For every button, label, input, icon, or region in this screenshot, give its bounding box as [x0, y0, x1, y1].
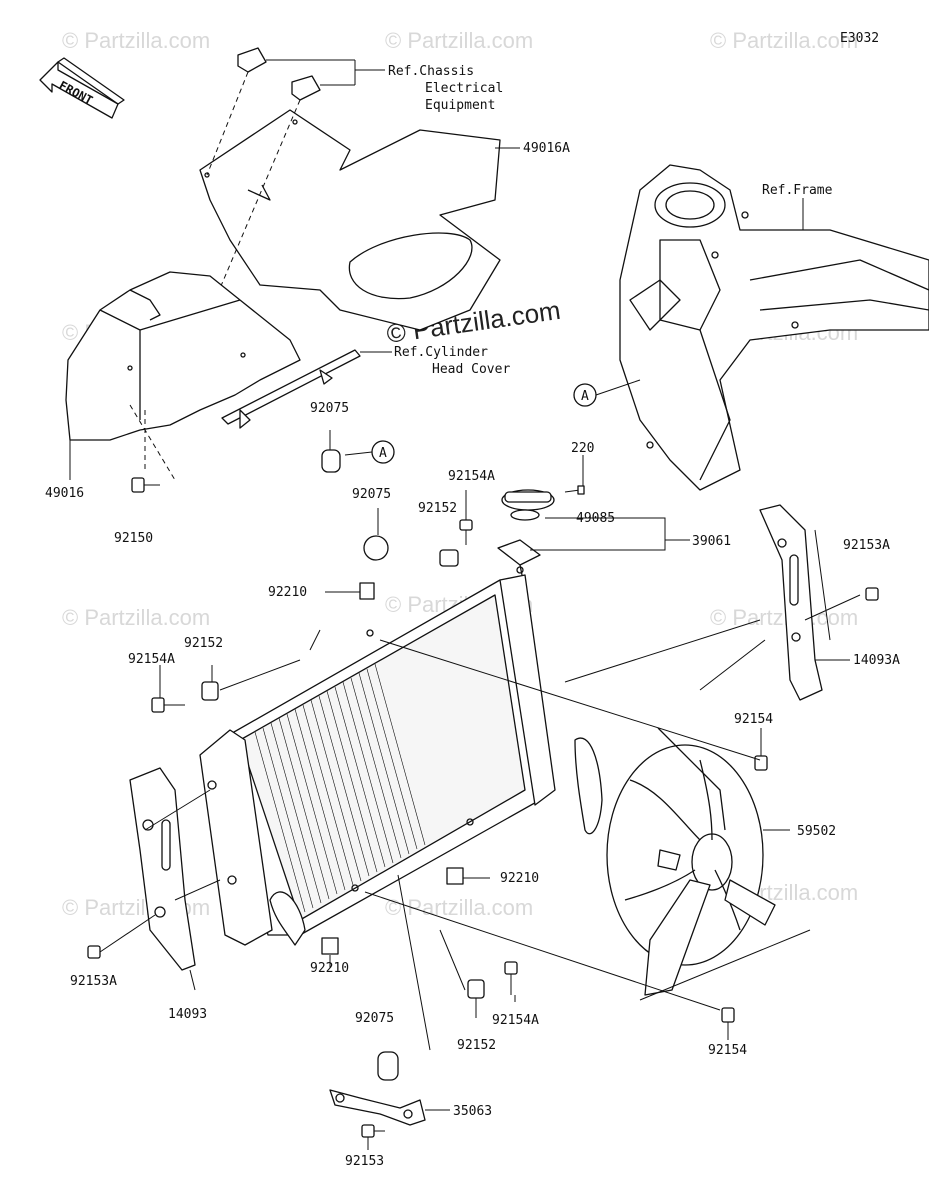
bolt-92153-bottom-drawing [361, 1124, 385, 1138]
screw-220-drawing [564, 485, 585, 495]
part-label-49085: 49085 [576, 511, 615, 526]
bolt-92154-upper-drawing [754, 755, 768, 771]
clip-92210-top-drawing [359, 582, 375, 600]
part-label-92153A: 92153A [70, 974, 117, 989]
collar-92152-top-drawing [439, 549, 459, 567]
part-label-92153: 92153 [345, 1154, 384, 1169]
part-label-14093: 14093 [168, 1007, 207, 1022]
collar-92152-bottom-drawing [467, 979, 485, 999]
part-label-92154A: 92154A [448, 469, 495, 484]
ref-frame-label: Ref.Frame [762, 183, 833, 198]
fan-59502-drawing [606, 727, 776, 996]
watermark: © Partzilla.com [385, 895, 533, 920]
part-label-92152: 92152 [418, 501, 457, 516]
cylinder-head-cover-strip-drawing [221, 349, 361, 429]
part-label-14093A: 14093A [853, 653, 900, 668]
bolt-92154A-top-drawing [459, 519, 473, 545]
ref-cylinder-label-1: Ref.Cylinder [394, 345, 488, 360]
part-label-92154A: 92154A [492, 1013, 539, 1028]
ref-chassis-label-3: Equipment [425, 98, 495, 113]
ref-a-label-radiator: A [379, 446, 387, 461]
part-labels: 49016A 49016 92150 92075 92075 92075 921… [45, 141, 900, 1169]
bolt-92153A-right-drawing [865, 587, 879, 601]
grommet-92075-top-drawing [321, 449, 341, 473]
ref-chassis-label-2: Electrical [425, 81, 503, 96]
watermark: © Partzilla.com [385, 28, 533, 53]
radiator-drawing [199, 566, 603, 946]
part-label-92075: 92075 [310, 401, 349, 416]
part-label-92154: 92154 [708, 1043, 747, 1058]
bolt-92154A-left-drawing [151, 697, 185, 713]
watermark: © Partzilla.com [710, 605, 858, 630]
ref-cylinder-label-2: Head Cover [432, 362, 510, 377]
ref-chassis-label-1: Ref.Chassis [388, 64, 474, 79]
part-label-49016: 49016 [45, 486, 84, 501]
frame-drawing [619, 164, 929, 491]
part-label-220: 220 [571, 441, 594, 456]
part-label-92150: 92150 [114, 531, 153, 546]
bolt-92153A-left-drawing [87, 945, 101, 959]
bolt-92154A-bottom-drawing [504, 961, 518, 995]
bracket-14093-drawing [129, 767, 196, 971]
shroud-49016A-drawing [199, 109, 501, 331]
watermark: © Partzilla.com [710, 28, 858, 53]
grommet-92075-mid-drawing [363, 535, 389, 561]
filler-neck-39061-drawing [497, 539, 541, 576]
ref-a-label-frame: A [581, 389, 589, 404]
bracket-14093A-drawing [759, 504, 823, 701]
watermark: © Partzilla.com [62, 605, 210, 630]
part-label-92153A: 92153A [843, 538, 890, 553]
bracket-35063-drawing [329, 1089, 426, 1126]
part-label-49016A: 49016A [523, 141, 570, 156]
clip-92210-right-drawing [446, 867, 464, 885]
bolt-92150-drawing [131, 477, 160, 493]
grommet-92075-bottom-drawing [377, 1051, 399, 1081]
part-label-92210: 92210 [310, 961, 349, 976]
bolt-92154-lower-drawing [721, 1007, 735, 1023]
part-label-39061: 39061 [692, 534, 731, 549]
clip-ref-chassis-drawing [237, 47, 321, 101]
radiator-cap-49085-drawing [501, 489, 555, 521]
part-label-92152: 92152 [184, 636, 223, 651]
part-label-92154: 92154 [734, 712, 773, 727]
part-label-92075: 92075 [355, 1011, 394, 1026]
diagram-code: E3032 [840, 31, 879, 46]
part-label-59502: 59502 [797, 824, 836, 839]
collar-92152-left-drawing [201, 681, 219, 701]
part-label-35063: 35063 [453, 1104, 492, 1119]
shroud-49016-drawing [65, 271, 301, 441]
clip-92210-bottom-drawing [321, 937, 339, 955]
front-arrow-icon: FRONT [39, 57, 125, 119]
part-label-92210: 92210 [268, 585, 307, 600]
watermark: © Partzilla.com [62, 28, 210, 53]
part-label-92152: 92152 [457, 1038, 496, 1053]
part-label-92210: 92210 [500, 871, 539, 886]
part-label-92075: 92075 [352, 487, 391, 502]
part-label-92154A: 92154A [128, 652, 175, 667]
